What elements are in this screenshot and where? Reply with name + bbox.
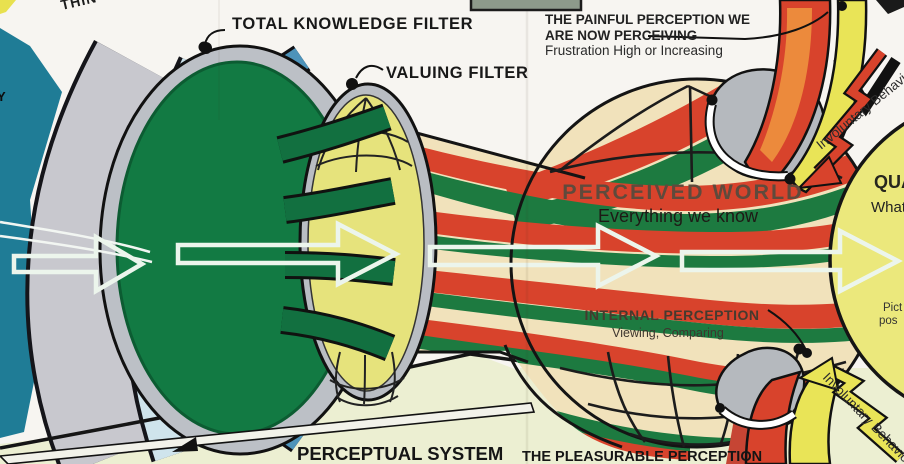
neck-bottom-edge <box>408 350 529 364</box>
sphere-lower-left-rim <box>503 344 623 449</box>
perceived-world-title: PERCEIVED WORLD <box>562 180 803 204</box>
label-pointer-lines <box>204 11 829 351</box>
pleasure-scoop-rim <box>719 407 796 428</box>
involuntary-bolt-bottom <box>797 356 904 463</box>
quality-world-fragment-2: What <box>871 199 904 216</box>
pointer-dot-tkf <box>198 41 210 53</box>
pointer-dot-internal <box>802 348 812 358</box>
top-edge-gray-box <box>469 0 583 12</box>
motion-lines <box>0 220 153 264</box>
total-knowledge-filter-label: TOTAL KNOWLEDGE FILTER <box>232 15 473 33</box>
painful-perception-label-line1: THE PAINFUL PERCEPTION WE <box>545 12 750 27</box>
valuing-filter-antenna-dot <box>346 78 358 90</box>
painful-perception-label-line2: ARE NOW PERCEIVING <box>545 28 697 43</box>
painful-perception-subtitle: Frustration High or Increasing <box>545 43 723 58</box>
internal-perception-subtitle: Viewing, Comparing <box>612 326 724 340</box>
quality-world-fragment-1: QUA <box>874 172 904 192</box>
painful-band-orange <box>760 8 812 162</box>
pleasurable-perception-label: THE PLEASURABLE PERCEPTION <box>522 449 762 464</box>
painful-scoop-rim <box>706 103 789 180</box>
left-edge-fragment-label: Y <box>0 89 6 104</box>
flow-arrow-3 <box>427 222 661 290</box>
valuing-filter-label: VALUING FILTER <box>386 64 529 82</box>
painful-band-yellow <box>788 0 868 194</box>
corner-yellow-sliver <box>0 0 16 14</box>
quality-world-fragment-3: Pict <box>883 302 903 314</box>
perceptual-system-pointer <box>0 402 536 464</box>
flow-arrow-2 <box>175 220 401 288</box>
flow-arrow-1 <box>11 233 147 295</box>
top-right-black-bar <box>876 0 904 14</box>
internal-perception-title: INTERNAL PERCEPTION <box>585 307 760 323</box>
perceived-world-subtitle: Everything we know <box>598 206 759 226</box>
quality-world-fragment-4: pos <box>879 315 898 327</box>
flow-arrow-4 <box>679 227 903 295</box>
involuntary-bolt-top <box>796 48 888 190</box>
perceptual-system-label: PERCEPTUAL SYSTEM <box>297 443 503 464</box>
